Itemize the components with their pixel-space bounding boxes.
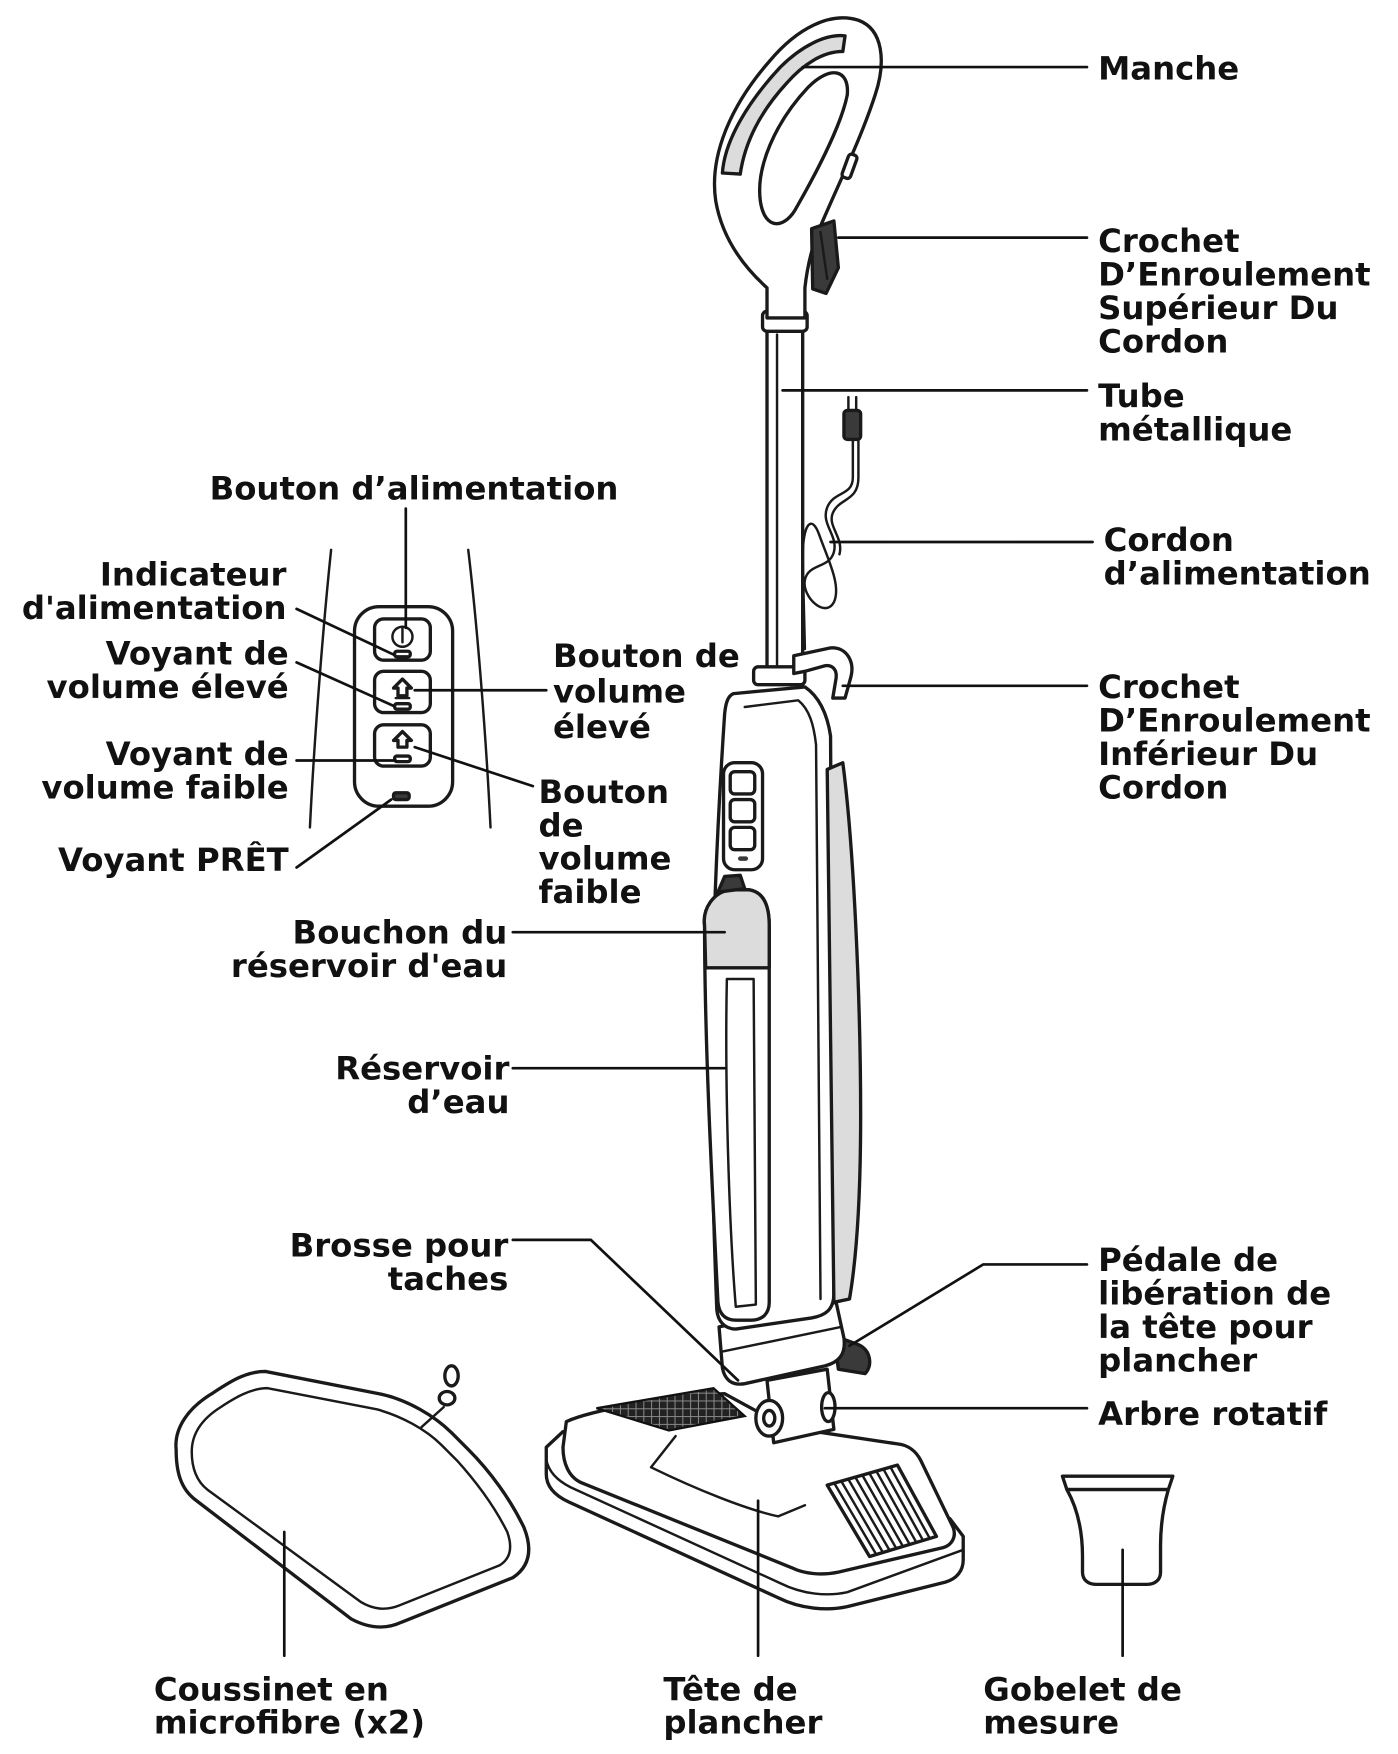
control-panel-detail bbox=[308, 548, 492, 829]
label-ready-light: Voyant PRÊT bbox=[58, 841, 289, 879]
body-control-panel bbox=[721, 761, 765, 872]
water-tank-cap bbox=[702, 873, 771, 970]
steam-high-icon bbox=[391, 677, 414, 700]
label-low-volume-button-line-1: Bouton bbox=[538, 773, 669, 811]
ready-light bbox=[391, 791, 411, 802]
microfiber-pad-tab bbox=[420, 1405, 445, 1429]
power-indicator-light bbox=[392, 649, 412, 659]
microfiber-pad-tab-loop bbox=[443, 1364, 460, 1388]
floor-head-ridge bbox=[649, 1434, 807, 1518]
handle bbox=[712, 16, 883, 320]
label-upper-cord-hook-line-4: Cordon bbox=[1098, 322, 1228, 360]
leader-line-low-volume-button bbox=[413, 745, 535, 788]
metal-tube bbox=[760, 309, 809, 676]
floor-head bbox=[544, 1386, 965, 1611]
handle-grip-slot bbox=[758, 71, 849, 226]
label-low-volume-button-line-2: de bbox=[538, 806, 583, 844]
label-low-volume-light-line-1: Voyant de bbox=[106, 735, 289, 773]
measuring-cup bbox=[1060, 1474, 1175, 1587]
leader-line-head-release-pedal bbox=[848, 1263, 1089, 1348]
label-water-tank-line-2: d’eau bbox=[407, 1083, 509, 1121]
low-volume-light bbox=[392, 754, 412, 764]
power-cord bbox=[801, 395, 863, 651]
label-stain-brush-line-1: Brosse pour bbox=[290, 1227, 509, 1265]
label-upper-cord-hook-line-3: Supérieur Du bbox=[1098, 289, 1338, 327]
label-high-volume-button-line-1: Bouton de bbox=[553, 637, 740, 675]
label-low-volume-button-line-4: faible bbox=[538, 873, 641, 911]
label-power-indicator-line-1: Indicateur bbox=[100, 555, 287, 593]
power-icon bbox=[391, 625, 414, 649]
label-lower-cord-hook-line-3: Inférieur Du bbox=[1098, 735, 1318, 773]
label-water-tank-line-1: Réservoir bbox=[335, 1049, 509, 1087]
steam-low-icon bbox=[391, 729, 414, 749]
high-volume-light bbox=[392, 701, 412, 711]
label-floor-head-line-1: Tête de bbox=[663, 1670, 797, 1708]
label-power-button: Bouton d’alimentation bbox=[210, 470, 619, 508]
floor-head-joint-slot bbox=[596, 1386, 748, 1432]
lower-cord-hook bbox=[792, 646, 854, 700]
power-plug bbox=[842, 408, 863, 442]
label-tank-cap-line-1: Bouchon du bbox=[293, 913, 508, 951]
label-microfiber-pad-line-2: microfibre (x2) bbox=[154, 1704, 425, 1742]
label-power-indicator-line-2: d'alimentation bbox=[22, 589, 287, 627]
leader-lines bbox=[282, 65, 1124, 1658]
label-low-volume-light-line-2: volume faible bbox=[41, 768, 288, 806]
label-lower-cord-hook-line-2: D’Enroulement bbox=[1098, 702, 1370, 740]
label-metal-tube-line-2: métallique bbox=[1098, 411, 1292, 449]
label-measuring-cup-line-2: mesure bbox=[983, 1704, 1119, 1742]
label-measuring-cup-line-1: Gobelet de bbox=[983, 1670, 1182, 1708]
label-lower-cord-hook-line-1: Crochet bbox=[1098, 668, 1239, 706]
label-head-release-pedal-line-4: plancher bbox=[1098, 1341, 1257, 1379]
leader-line-high-volume-light bbox=[295, 661, 395, 708]
label-power-cord-line-2: d’alimentation bbox=[1104, 554, 1371, 592]
microfiber-pad bbox=[174, 1364, 531, 1629]
shaft-end-cap-inner bbox=[761, 1408, 777, 1428]
leader-line-stain-brush bbox=[511, 1238, 740, 1382]
label-floor-head-line-2: plancher bbox=[663, 1704, 822, 1742]
body-back-spine bbox=[825, 761, 863, 1304]
label-high-volume-button-line-2: volume bbox=[553, 673, 686, 711]
leader-line-power-indicator bbox=[295, 607, 395, 656]
label-microfiber-pad-line-1: Coussinet en bbox=[154, 1670, 389, 1708]
label-upper-cord-hook-line-2: D’Enroulement bbox=[1098, 256, 1370, 294]
label-low-volume-button-line-3: volume bbox=[538, 840, 671, 878]
labels: Manche Crochet D’Enroulement Supérieur D… bbox=[22, 49, 1371, 1741]
label-handle: Manche bbox=[1098, 49, 1239, 87]
label-high-volume-button-line-3: élevé bbox=[553, 708, 651, 746]
floor-head-pad-edge bbox=[545, 1458, 965, 1596]
label-upper-cord-hook-line-1: Crochet bbox=[1098, 222, 1239, 260]
label-high-volume-light-line-1: Voyant de bbox=[106, 635, 289, 673]
leader-line-ready-light bbox=[295, 798, 393, 869]
label-head-release-pedal-line-1: Pédale de bbox=[1098, 1241, 1278, 1279]
label-head-release-pedal-line-3: la tête pour bbox=[1098, 1308, 1313, 1346]
label-lower-cord-hook-line-4: Cordon bbox=[1098, 768, 1228, 806]
label-high-volume-light-line-2: volume élevé bbox=[47, 668, 289, 706]
label-metal-tube-line-1: Tube bbox=[1098, 377, 1185, 415]
label-tank-cap-line-2: réservoir d'eau bbox=[231, 947, 507, 985]
handle-grip-band bbox=[720, 34, 847, 176]
floor-head-grill-slats bbox=[833, 1465, 931, 1556]
label-power-cord-line-1: Cordon bbox=[1104, 521, 1234, 559]
label-head-release-pedal-line-2: libération de bbox=[1098, 1275, 1331, 1313]
label-rotating-shaft: Arbre rotatif bbox=[1098, 1395, 1328, 1433]
label-stain-brush-line-2: taches bbox=[388, 1260, 509, 1298]
handle-side-button bbox=[840, 152, 859, 181]
